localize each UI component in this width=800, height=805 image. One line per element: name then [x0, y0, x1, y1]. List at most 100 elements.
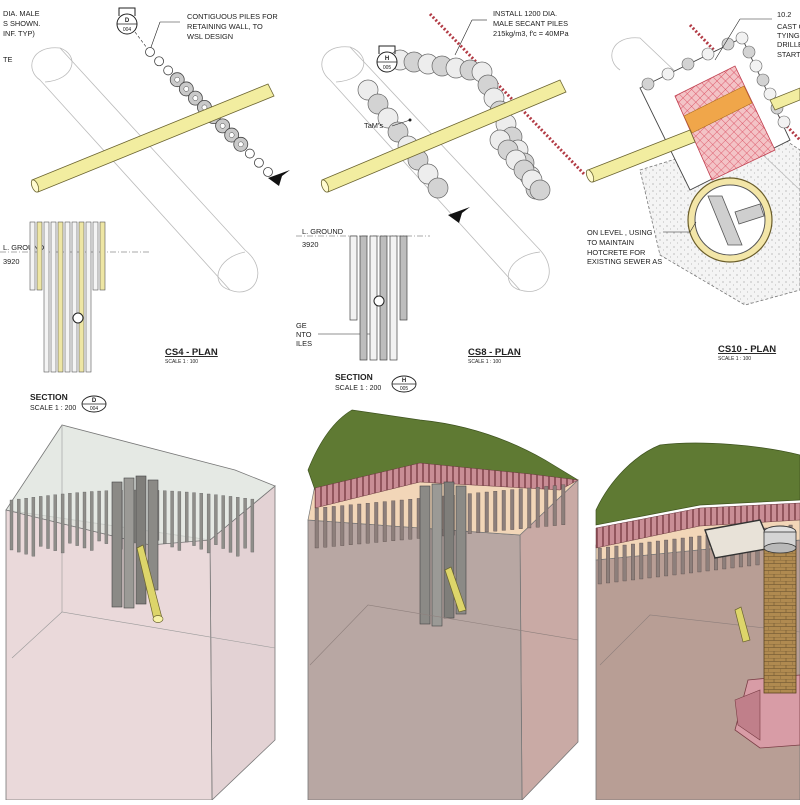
isometric-view-cs4 — [5, 424, 276, 801]
iso-pile — [221, 495, 225, 549]
iso-pile — [544, 486, 549, 527]
iso-pile — [561, 484, 566, 525]
cs8-tag-number: 005 — [383, 65, 392, 71]
cs8-side-note-3: ILES — [296, 339, 312, 348]
cs8-plan-scale: SCALE 1 : 100 — [468, 359, 501, 365]
iso-pile — [17, 498, 21, 553]
pile-core — [238, 141, 244, 148]
cs10-side-note-2: TO MAINTAIN — [587, 238, 634, 247]
secant-pile — [749, 59, 763, 73]
sewer-pipe-iso-cs8 — [444, 566, 467, 613]
iso-pile — [374, 502, 379, 543]
panel-cs10: 10.2 CAST C TYING I DRILLE STARTE ON LEV… — [585, 10, 800, 362]
iso-pile — [493, 491, 498, 532]
iso-pile — [476, 492, 481, 533]
cs4-section-tag[interactable]: D 004 — [81, 395, 107, 413]
north-arrow-cs4 — [268, 170, 290, 186]
secant-pile — [721, 37, 735, 51]
iso-pile — [399, 499, 404, 541]
ground-block-front-face — [5, 509, 213, 801]
cs4-plan-title: CS4 - PLAN — [165, 347, 218, 358]
contiguous-pile — [145, 47, 155, 57]
cs8-tam-label: TaM's — [364, 121, 383, 130]
iso-pile — [647, 541, 652, 579]
cs8-callout-line-3: 215kg/m3, f'c = 40MPa — [493, 29, 569, 38]
contiguous-pile-wall-iso-cs4 — [9, 489, 255, 557]
cs8-section-scale: SCALE 1 : 200 — [335, 385, 381, 392]
iso-pile — [501, 490, 506, 531]
iso-pile — [365, 503, 370, 544]
section-pile — [36, 221, 43, 291]
iso-pile — [340, 505, 345, 546]
cs8-section-tag[interactable]: H 005 — [391, 375, 417, 393]
iso-pile — [606, 546, 610, 584]
iso-pile — [664, 539, 669, 577]
panel-cs8: H 005 INSTALL 1200 DIA. MALE SECANT PILE… — [296, 9, 587, 393]
iso-pile — [348, 504, 353, 545]
iso-pile — [9, 499, 14, 551]
section-pile — [389, 235, 398, 361]
cs4-ground-label: L. GROUND — [3, 243, 44, 252]
iso-pile — [199, 493, 203, 550]
cs8-section-title: SECTION — [335, 372, 373, 382]
cs10-plan-scale: SCALE 1 : 100 — [718, 356, 751, 362]
brick-manhole-shaft-cs10 — [734, 525, 800, 749]
cs10-callout-line-3: TYING I — [777, 31, 800, 40]
iso-pile — [655, 540, 660, 578]
north-arrow-cs8 — [448, 207, 470, 223]
iso-pile — [518, 488, 523, 529]
contiguous-pile — [154, 56, 164, 67]
cs8-plan-title: CS8 - PLAN — [468, 347, 521, 358]
grass-hill-cs8 — [307, 409, 579, 491]
iso-pile — [631, 543, 635, 581]
section-pile — [57, 221, 64, 373]
iso-pile — [622, 544, 627, 582]
iso-pile — [331, 506, 336, 547]
cs8-section-tag-number: 005 — [400, 386, 409, 392]
cs4-note-line-2: S SHOWN. — [3, 19, 40, 28]
iso-pile — [510, 489, 515, 530]
iso-pile — [82, 491, 87, 549]
iso-pile — [228, 496, 233, 553]
cs8-callout-tag[interactable]: H 005 — [376, 45, 398, 73]
contiguous-pile — [254, 157, 264, 168]
isometric-view-cs8 — [307, 409, 579, 801]
iso-pile — [697, 535, 702, 573]
contiguous-pile — [244, 148, 255, 159]
cs4-plan-scale: SCALE 1 : 100 — [165, 359, 198, 365]
shaft-pile-cluster-cs8 — [419, 481, 467, 627]
section-pile — [43, 221, 50, 373]
pile-core — [192, 95, 199, 101]
cs8-callout-line-1: INSTALL 1200 DIA. — [493, 9, 557, 18]
iso-pile — [90, 491, 94, 551]
ground-block-front-face-cs8 — [307, 519, 523, 801]
iso-pile — [206, 493, 211, 554]
iso-pile — [236, 497, 240, 557]
pile-wall-band-cs10 — [595, 502, 800, 549]
iso-pile — [680, 537, 685, 575]
iso-pile — [39, 496, 43, 547]
cs4-note-line-4: TE — [3, 55, 13, 64]
iso-pile — [46, 495, 50, 549]
iso-pile — [527, 487, 532, 529]
isometric-view-cs10 — [595, 442, 800, 801]
cs10-plan-title: CS10 - PLAN — [718, 344, 776, 355]
secant-pile — [661, 67, 675, 81]
iso-pile — [75, 492, 79, 546]
iso-pile — [170, 490, 174, 548]
contiguous-pile — [163, 65, 174, 76]
cs8-side-note-1: GE — [296, 321, 307, 330]
iso-pile — [53, 494, 57, 551]
pile-core — [174, 76, 180, 83]
iso-pile — [185, 491, 189, 543]
iso-pile — [60, 493, 65, 554]
iso-pile — [391, 500, 396, 541]
cs8-tag-letter: H — [385, 56, 389, 62]
cs4-callout-tag[interactable]: D 004 — [116, 7, 138, 35]
iso-pile — [104, 490, 109, 544]
iso-pile — [163, 490, 167, 544]
cs4-callout-line-3: WSL DESIGN — [187, 32, 233, 41]
iso-pile — [214, 494, 218, 545]
cs8-section-tag-letter: H — [402, 378, 406, 384]
